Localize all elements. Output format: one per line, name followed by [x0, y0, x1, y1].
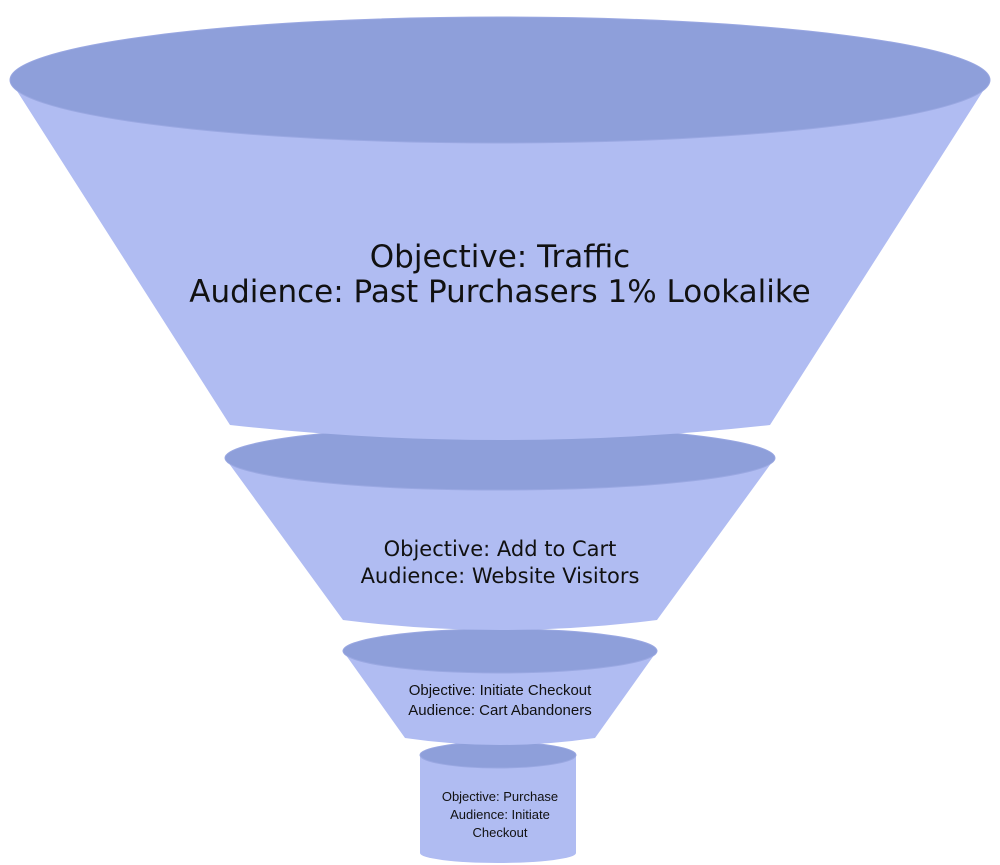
stage-3-label: Objective: Initiate Checkout Audience: C…: [360, 681, 640, 720]
stage-1-top: [9, 16, 991, 144]
stage-2-label: Objective: Add to Cart Audience: Website…: [290, 536, 710, 591]
stage-2-objective: Objective: Add to Cart: [383, 537, 617, 561]
funnel-stage-1-shape: [9, 16, 991, 440]
stage-1-objective: Objective: Traffic: [369, 239, 631, 275]
stage-4-label: Objective: Purchase Audience: Initiate C…: [420, 788, 580, 843]
stage-4-objective: Objective: Purchase: [441, 789, 559, 804]
funnel-stage-4-shape: [419, 741, 577, 863]
stage-1-label: Objective: Traffic Audience: Past Purcha…: [150, 240, 850, 309]
stage-4-audience-line-2: Checkout: [472, 825, 528, 841]
stage-3-top: [342, 628, 658, 674]
stage-2-body: [225, 458, 775, 630]
stage-3-body: [343, 651, 657, 745]
stage-3-objective: Objective: Initiate Checkout: [408, 682, 592, 699]
stage-2-audience: Audience: Website Visitors: [360, 564, 640, 589]
stage-3-audience: Audience: Cart Abandoners: [408, 701, 592, 719]
stage-1-audience: Audience: Past Purchasers 1% Lookalike: [189, 273, 811, 310]
funnel-stage-3-shape: [342, 628, 658, 745]
funnel-stage-2-shape: [224, 425, 776, 630]
stage-4-audience-line-1: Audience: Initiate: [450, 807, 550, 823]
stage-4-body: [420, 755, 576, 863]
stage-4-top: [419, 741, 577, 769]
stage-1-body: [10, 80, 990, 440]
